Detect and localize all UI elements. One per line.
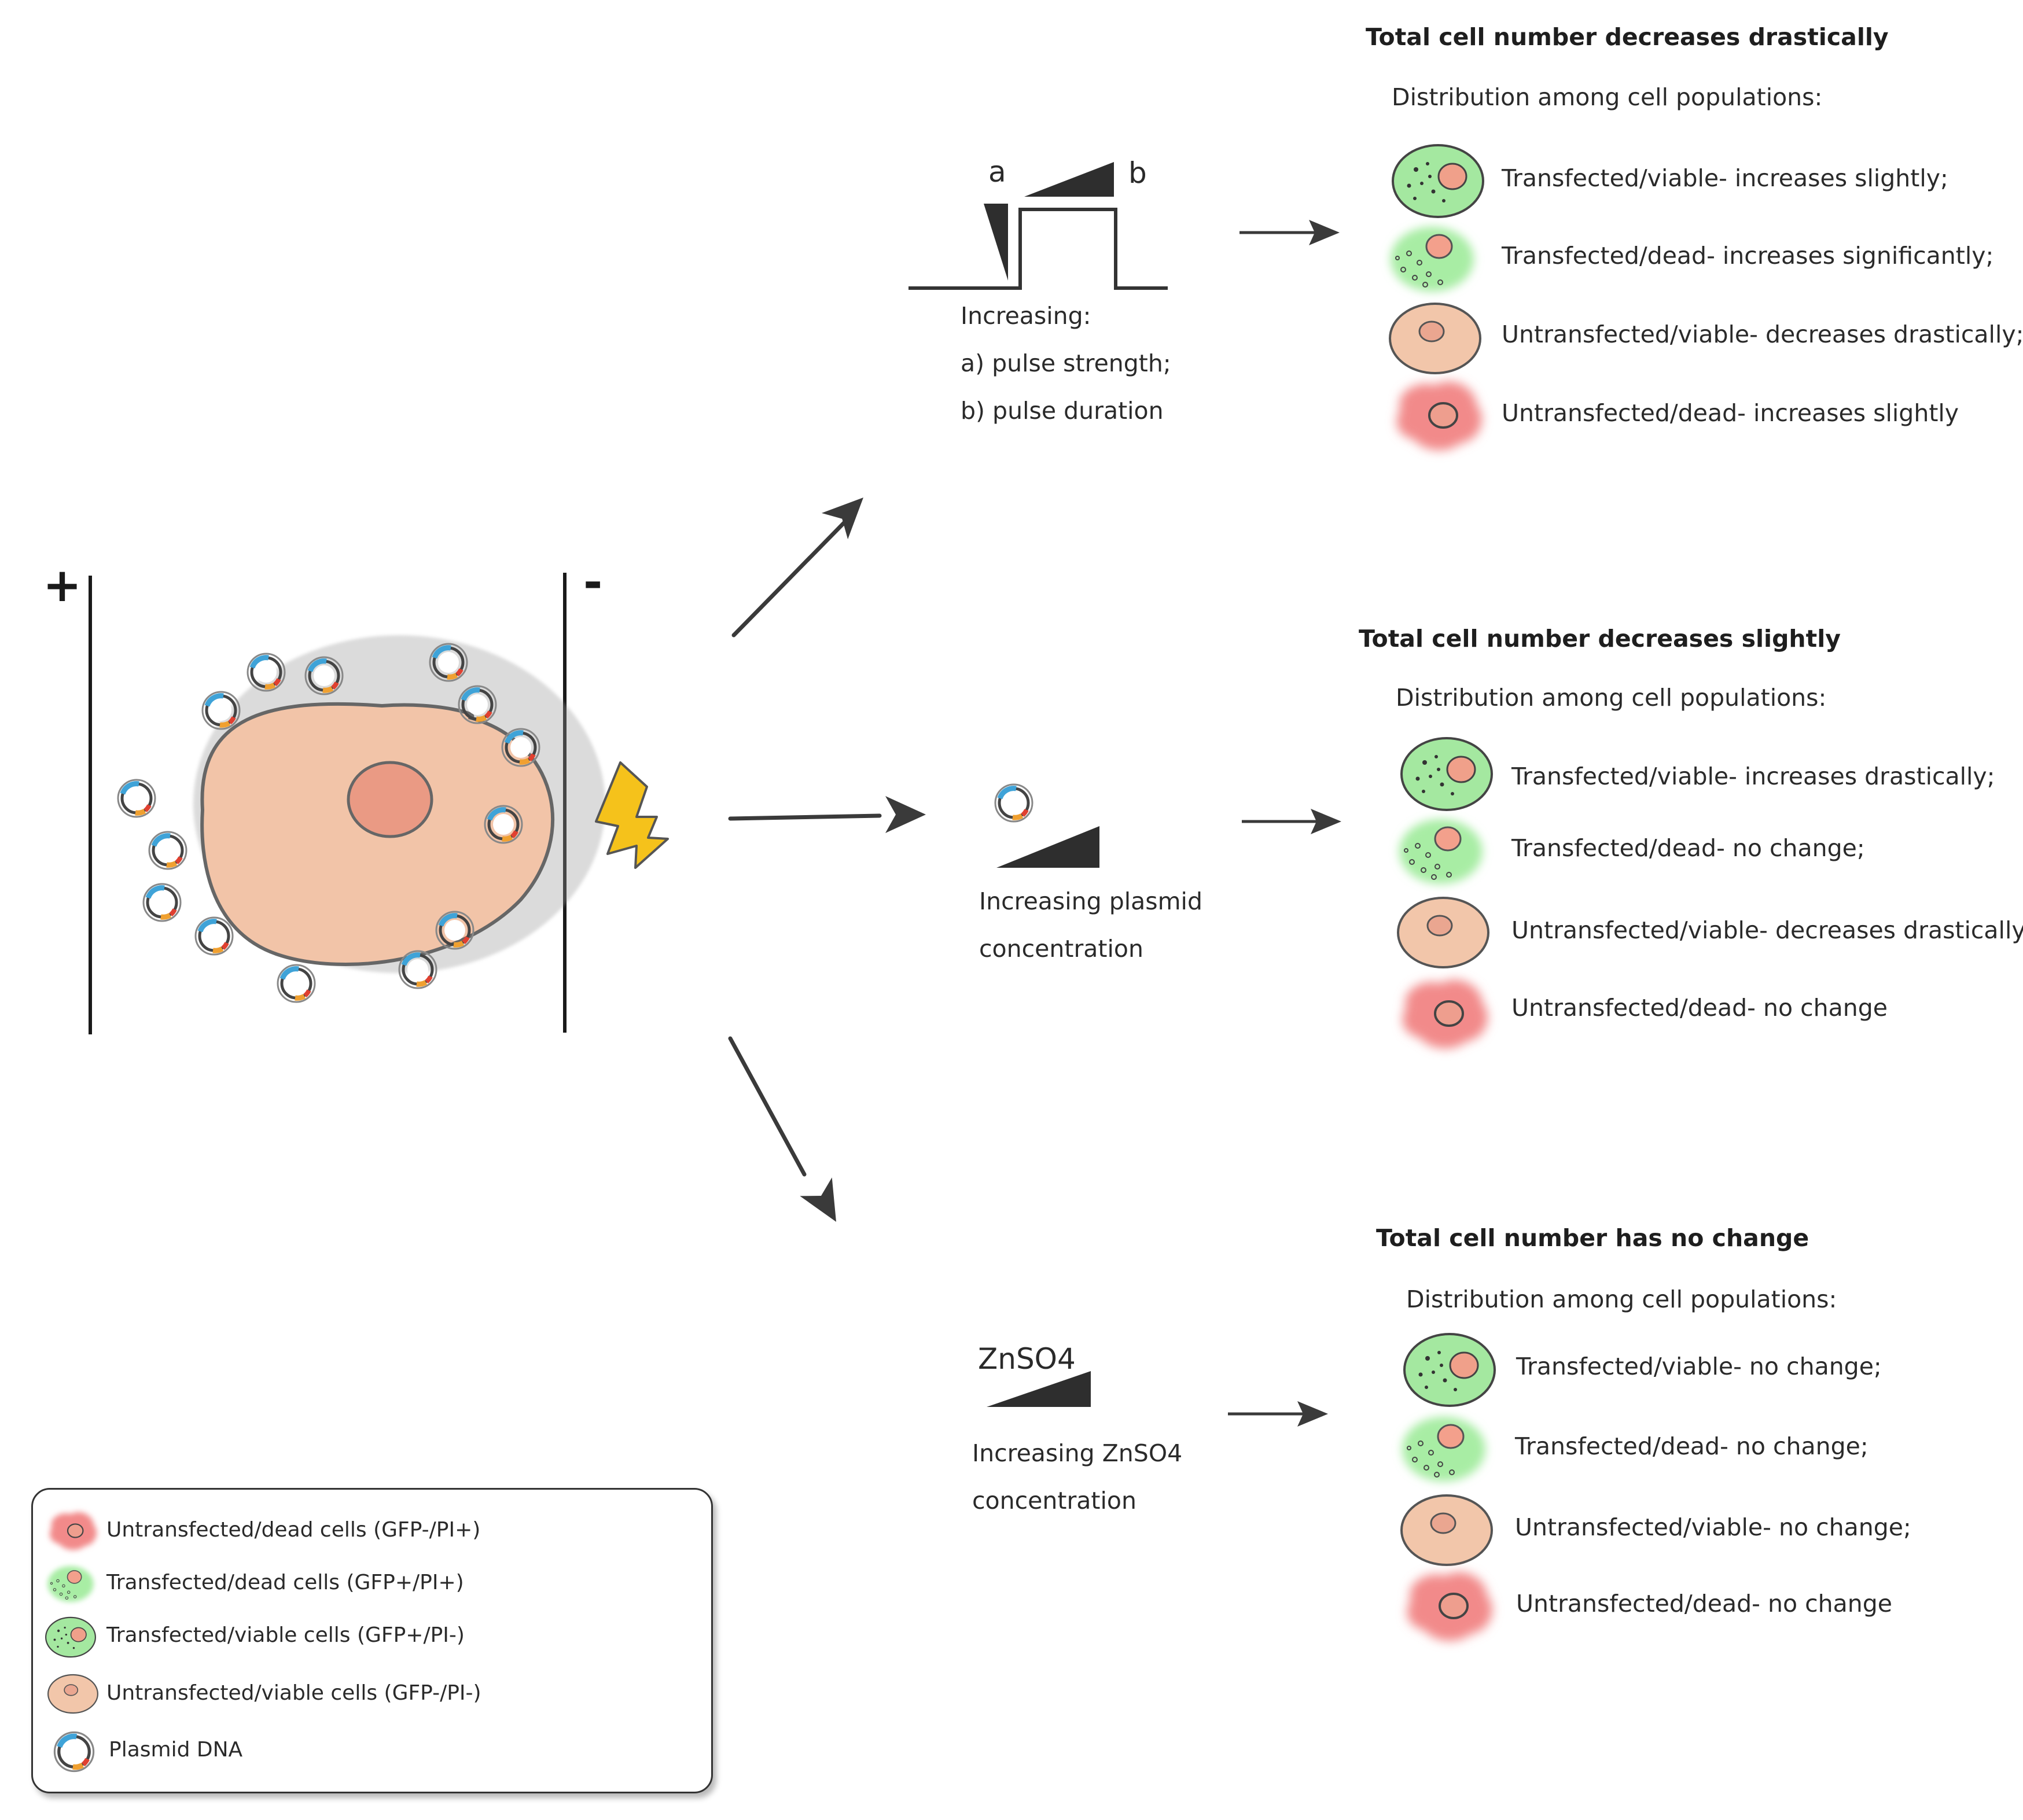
outcome-1-item-3: Untransfected/viable- decreases drastica… (1502, 320, 2023, 348)
negative-sign: - (583, 555, 603, 609)
outcome-2-subtitle: Distribution among cell populations: (1396, 684, 1827, 712)
large-cell-nucleus (347, 761, 433, 838)
branch-arrows (728, 484, 926, 1231)
outcome-1-subtitle: Distribution among cell populations: (1392, 83, 1823, 111)
plasmid-note-line-1: Increasing plasmid (979, 887, 1202, 915)
outcome-3-subtitle: Distribution among cell populations: (1406, 1285, 1837, 1313)
legend-item-1: Untransfected/dead cells (GFP-/PI+) (106, 1518, 481, 1542)
lightning-bolt-icon (595, 761, 669, 869)
outcome-2-item-4: Untransfected/dead- no change (1511, 994, 1888, 1022)
arrow-to-pulse (731, 484, 877, 638)
pulse-strength-wedge (984, 204, 1008, 281)
legend-transfected-viable-icon (45, 1616, 96, 1658)
outcome-2-title: Total cell number decreases slightly (1359, 625, 1841, 653)
legend-item-3: Transfected/viable cells (GFP+/PI-) (106, 1623, 465, 1647)
arrow-pulse-to-outcome (1239, 220, 1340, 245)
arrow-plasmid-to-outcome (1242, 809, 1341, 834)
pulse-label-a: a (988, 155, 1006, 189)
outcome-3-item-4: Untransfected/dead- no change (1516, 1590, 1892, 1618)
zinc-note-line-1: Increasing ZnSO4 (972, 1439, 1183, 1467)
legend-plasmid-icon (54, 1732, 93, 1771)
outcome-1-title: Total cell number decreases drastically (1366, 23, 1889, 51)
pulse-note-line-3: b) pulse duration (961, 397, 1164, 425)
legend-transfected-dead-icon (47, 1566, 93, 1602)
outcome-3-item-1: Transfected/viable- no change; (1516, 1353, 1882, 1380)
outcome-2-item-2: Transfected/dead- no change; (1511, 834, 1865, 862)
zinc-wedge (987, 1371, 1091, 1407)
zinc-label: ZnSO4 (978, 1342, 1076, 1376)
large-cell (193, 635, 605, 973)
outcome-1-item-2: Transfected/dead- increases significantl… (1502, 242, 1994, 270)
legend-item-2: Transfected/dead cells (GFP+/PI+) (106, 1571, 464, 1594)
electroporation-chamber (89, 573, 669, 1034)
positive-sign: + (43, 558, 82, 612)
pulse-duration-wedge (1024, 162, 1114, 197)
legend-item-4: Untransfected/viable cells (GFP-/PI-) (106, 1681, 481, 1705)
pulse-note-line-2: a) pulse strength; (961, 349, 1171, 377)
arrow-zinc-to-outcome (1228, 1401, 1328, 1427)
legend-item-5: Plasmid DNA (109, 1738, 243, 1762)
outcome-1-item-1: Transfected/viable- increases slightly; (1502, 164, 1948, 192)
pulse-note-line-1: Increasing: (961, 302, 1091, 330)
pulse-waveform (908, 162, 1168, 290)
outcome-3-item-3: Untransfected/viable- no change; (1515, 1513, 1911, 1541)
zinc-note-line-2: concentration (972, 1487, 1136, 1515)
arrow-to-plasmid (728, 796, 926, 833)
pulse-label-b: b (1128, 156, 1147, 190)
plasmid-note-line-2: concentration (979, 935, 1143, 963)
outcome-2-item-1: Transfected/viable- increases drasticall… (1511, 762, 1995, 790)
outcome-3-item-2: Transfected/dead- no change; (1515, 1432, 1868, 1460)
arrow-to-zinc (728, 1036, 852, 1231)
legend (31, 1488, 713, 1793)
outcome-1-item-4: Untransfected/dead- increases slightly (1502, 399, 1959, 427)
outcome-2-item-3: Untransfected/viable- decreases drastica… (1511, 916, 2023, 944)
outcome-3-title: Total cell number has no change (1376, 1224, 1809, 1252)
plasmid-wedge (996, 826, 1099, 868)
legend-untransfected-viable-icon (47, 1674, 98, 1714)
legend-untransfected-dead-icon (50, 1512, 97, 1550)
